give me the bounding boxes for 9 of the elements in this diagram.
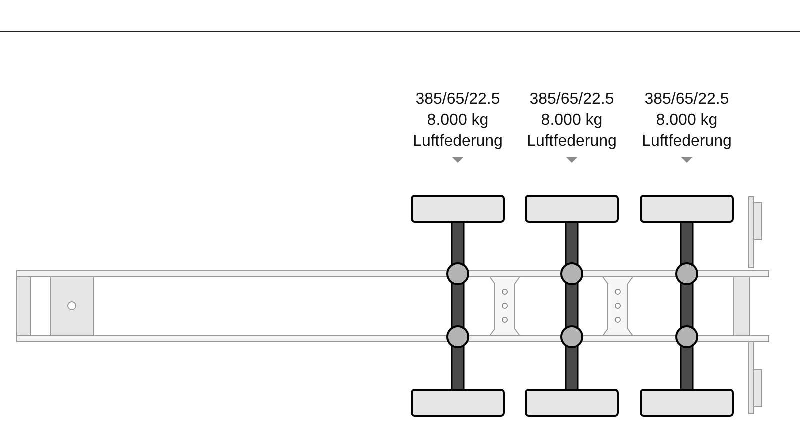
suspension-label: Luftfederung xyxy=(412,132,504,152)
axle-load-label: 8.000 kg xyxy=(655,111,719,131)
suspension-label: Luftfederung xyxy=(526,132,618,152)
axle-load-label: 8.000 kg xyxy=(540,111,604,131)
tire-size-label: 385/65/22.5 xyxy=(644,90,730,110)
tire-size-label: 385/65/22.5 xyxy=(414,90,502,110)
suspension-label: Luftfederung xyxy=(641,132,733,152)
axle-load-label: 8.000 kg xyxy=(426,111,490,131)
tire-size-label: 385/65/22.5 xyxy=(528,90,616,110)
